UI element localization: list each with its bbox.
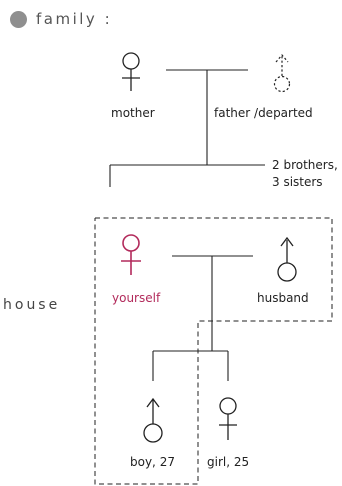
mother-label: mother [111, 106, 155, 120]
boy-label: boy, 27 [130, 455, 175, 469]
couple-children-connector-lines [152, 255, 253, 381]
father-male-dashed-symbol-icon [273, 54, 291, 93]
yourself-label: yourself [112, 291, 161, 305]
yourself-female-symbol-icon [121, 234, 141, 275]
house-label: house [3, 297, 61, 313]
mother-female-symbol-icon [122, 52, 140, 91]
girl-label: girl, 25 [207, 455, 250, 469]
husband-label: husband [257, 291, 309, 305]
siblings-label-line1: 2 brothers, [272, 158, 338, 172]
girl-female-symbol-icon [219, 397, 237, 440]
boy-male-symbol-icon [143, 397, 163, 443]
siblings-label-line2: 3 sisters [272, 175, 323, 189]
bullet-dot-icon [10, 10, 27, 28]
parents-connector-lines [109, 69, 265, 187]
diagram-title: family : [36, 10, 113, 28]
father-label: father /departed [214, 106, 313, 120]
diagram-header: family : [10, 8, 112, 30]
husband-male-symbol-icon [277, 236, 297, 282]
house-dashed-boundary [94, 217, 333, 485]
